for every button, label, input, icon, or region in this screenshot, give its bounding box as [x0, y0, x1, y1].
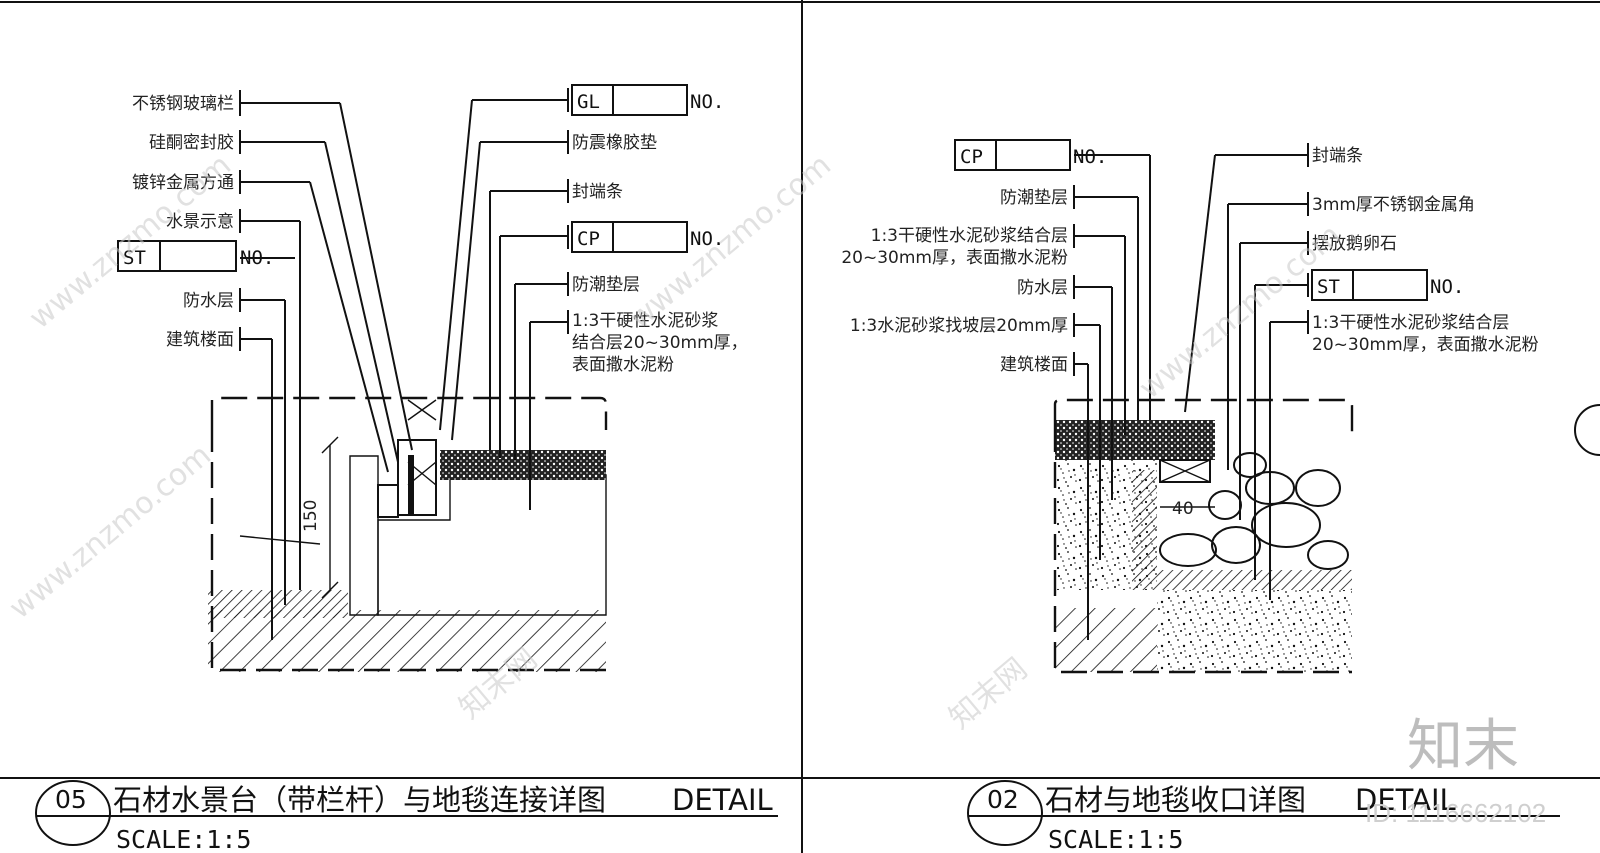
- st-tag-no: NO.: [240, 247, 274, 269]
- detail-02-leaders: [1073, 143, 1309, 640]
- detail-05-section: 150: [208, 396, 608, 672]
- pebbles: [1159, 452, 1349, 570]
- detail-05-st-tag: ST NO.: [117, 240, 274, 272]
- watermark-site-3: www.znzmo.com: [623, 148, 838, 337]
- gl-tag-no: NO.: [690, 91, 724, 113]
- label-waterproof-layer: 防水层: [183, 291, 234, 311]
- detail-05-dimension: 150: [301, 500, 321, 532]
- note-02-line-2: 20~30mm厚，表面撒水泥粉: [1312, 335, 1539, 355]
- label-stainless-angle-02: 3mm厚不锈钢金属角: [1312, 195, 1475, 215]
- carpet-layer: [1055, 420, 1215, 460]
- stone-upstand: [349, 455, 379, 616]
- label-moisture-underlay-02: 防潮垫层: [1000, 188, 1068, 208]
- label-anti-vibration-pad: 防震橡胶垫: [572, 133, 657, 153]
- label-stainless-glass-rail: 不锈钢玻璃栏: [132, 94, 234, 114]
- label-waterproof-02: 防水层: [1017, 278, 1068, 298]
- label-end-strip-02: 封端条: [1312, 146, 1363, 166]
- detail-05-scale: SCALE:1:5: [116, 825, 251, 853]
- watermarks: www.znzmo.com www.znzmo.com www.znzmo.co…: [3, 148, 1547, 828]
- cp-tag-no: NO.: [690, 228, 724, 250]
- label-pebbles-02: 摆放鹅卵石: [1312, 234, 1397, 254]
- note-02-line-1: 1:3干硬性水泥砂浆结合层: [1312, 313, 1509, 333]
- glass-panel: [408, 455, 414, 515]
- detail-02-left-labels: 防潮垫层 1:3干硬性水泥砂浆结合层 20~30mm厚，表面撒水泥粉 防水层 1…: [841, 188, 1068, 375]
- waterproof-layer-hatch: [208, 590, 348, 618]
- detail-02-number: 02: [987, 785, 1019, 814]
- note-line-1: 1:3干硬性水泥砂浆: [572, 311, 718, 331]
- label-end-strip: 封端条: [572, 182, 623, 202]
- detail-02-section: 40: [1053, 398, 1354, 674]
- label-water-feature: 水景示意: [166, 212, 234, 232]
- label-bonding-layer-02: 1:3干硬性水泥砂浆结合层: [871, 226, 1068, 246]
- cp-tag-code-02: CP: [960, 146, 983, 168]
- floor-slab-hatch: [208, 610, 606, 672]
- metal-channel: [397, 439, 437, 516]
- detail-02-title-block: 02 石材与地毯收口详图 DETAIL SCALE:1:5: [967, 780, 1560, 853]
- detail-02-title: 石材与地毯收口详图: [1045, 783, 1306, 817]
- label-bonding-layer-02b: 20~30mm厚，表面撒水泥粉: [841, 248, 1068, 268]
- detail-05-number: 05: [55, 785, 87, 814]
- detail-02-detail-word: DETAIL: [1355, 783, 1456, 817]
- detail-05-right-labels: 防震橡胶垫 封端条 防潮垫层 1:3干硬性水泥砂浆 结合层20~30mm厚， 表…: [572, 133, 748, 375]
- label-moisture-underlay: 防潮垫层: [572, 275, 640, 295]
- st-tag-code-02: ST: [1317, 276, 1340, 298]
- end-strip-block: [1159, 459, 1211, 483]
- label-building-floor: 建筑楼面: [166, 330, 234, 350]
- cp-tag-no-02: NO.: [1073, 146, 1107, 168]
- label-galvanized-tube: 镀锌金属方通: [132, 173, 234, 193]
- floor-slab-left: [1055, 608, 1157, 672]
- st-tag-no-02: NO.: [1430, 276, 1464, 298]
- detail-05-gl-tag: GL NO.: [567, 84, 724, 116]
- label-slope-layer-02: 1:3水泥砂浆找坡层20mm厚: [850, 316, 1068, 336]
- detail-05-title: 石材水景台（带栏杆）与地毯连接详图: [113, 783, 606, 817]
- sealant-block: [377, 484, 399, 518]
- note-line-2: 结合层20~30mm厚，: [572, 333, 748, 353]
- detail-02-dimension: 40: [1172, 499, 1194, 519]
- watermark-site-2: www.znzmo.com: [3, 438, 218, 627]
- detail-02-st-tag: ST NO.: [1307, 269, 1464, 301]
- underlay-carpet: [440, 450, 606, 480]
- detail-05-left-labels: 不锈钢玻璃栏 硅酮密封胶 镀锌金属方通 水景示意 防水层 建筑楼面: [132, 94, 234, 350]
- detail-02-scale: SCALE:1:5: [1048, 825, 1183, 853]
- detail-05-title-block: 05 石材水景台（带栏杆）与地毯连接详图 DETAIL SCALE:1:5: [35, 780, 778, 853]
- screed-right: [1157, 590, 1352, 672]
- detail-05-detail-word: DETAIL: [672, 783, 773, 817]
- watermark-brand: 知末: [1407, 714, 1519, 779]
- detail-02-cp-tag: CP NO.: [954, 139, 1107, 171]
- label-silicone-sealant: 硅酮密封胶: [149, 133, 234, 153]
- detail-05-cp-tag: CP NO.: [567, 221, 724, 253]
- label-building-floor-02: 建筑楼面: [1000, 355, 1068, 375]
- cp-tag-code: CP: [577, 228, 600, 250]
- detail-05-leaders: [239, 90, 569, 640]
- st-tag-code: ST: [123, 247, 146, 269]
- watermark-cn-2: 知末网: [943, 651, 1034, 736]
- watermark-id: ID: 1116662102: [1365, 798, 1546, 828]
- note-line-3: 表面撒水泥粉: [572, 355, 674, 375]
- detail-02-right-labels: 封端条 3mm厚不锈钢金属角 摆放鹅卵石 1:3干硬性水泥砂浆结合层 20~30…: [1312, 146, 1539, 355]
- stone-edge: [1132, 470, 1157, 590]
- gl-tag-code: GL: [577, 91, 600, 113]
